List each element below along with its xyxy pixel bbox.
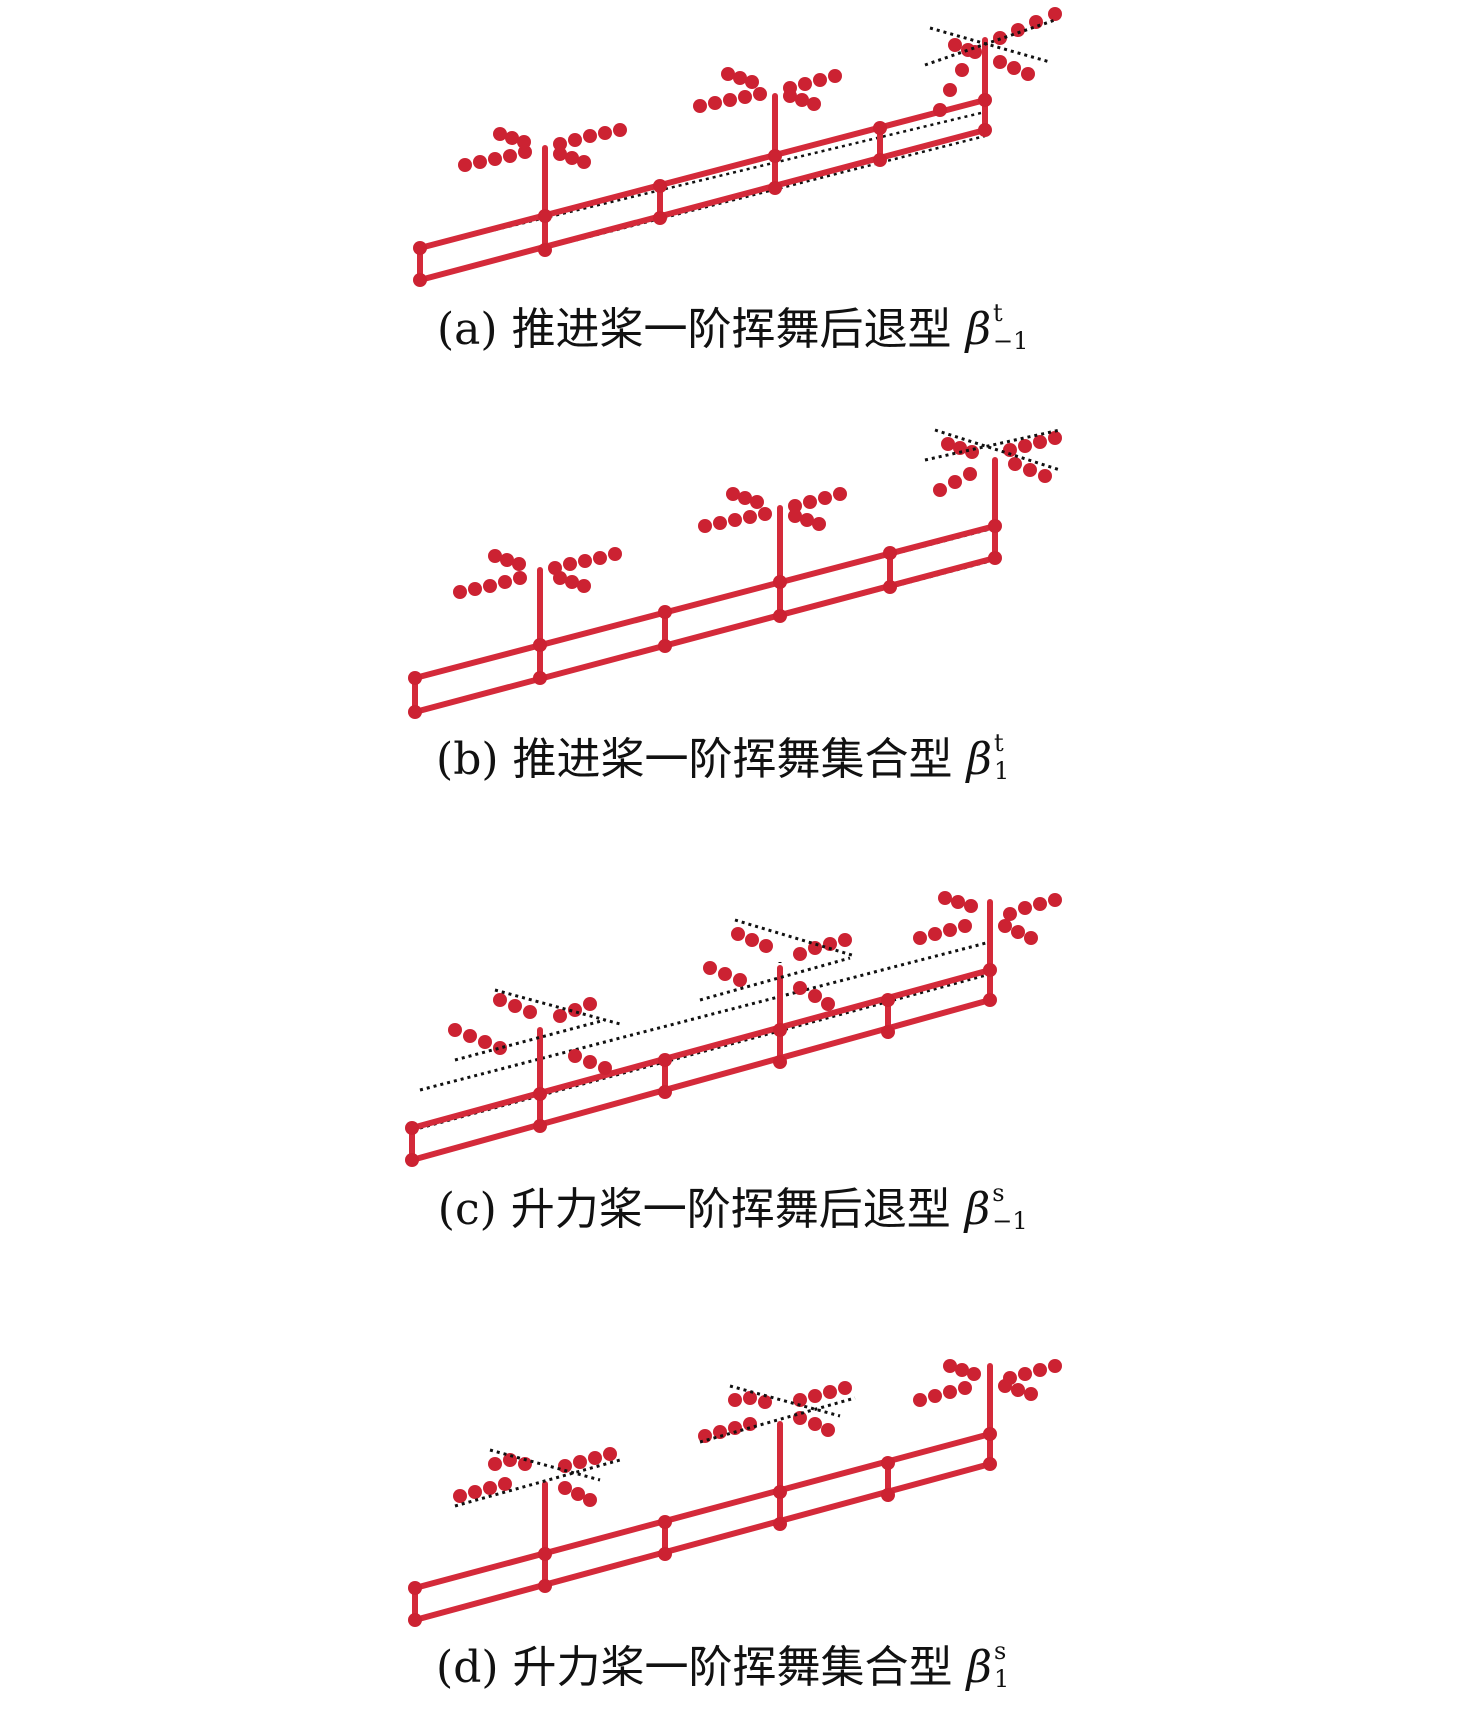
- mode-shape-diagram-a: [413, 7, 1062, 287]
- caption-text: 推进桨一阶挥舞后退型: [511, 304, 952, 355]
- rotor-1-undeformed: [454, 1448, 621, 1508]
- fuselage-frame: [409, 899, 993, 1163]
- rotor-2-undeformed: [699, 918, 856, 1002]
- frame-joints: [408, 1427, 997, 1627]
- rotor-1: [458, 123, 627, 172]
- mode-shape-diagram-b: [408, 428, 1062, 719]
- caption-superscript: t: [993, 299, 1003, 327]
- caption-subscript: 1: [993, 757, 1010, 785]
- rotor-1-deformed: [448, 993, 612, 1075]
- frame-joints: [408, 519, 1002, 719]
- caption-label: (a): [436, 304, 498, 355]
- rotor-3: [913, 1359, 1062, 1407]
- caption-subscript: −1: [993, 327, 1029, 355]
- rotor-3-undeformed: [924, 428, 1061, 472]
- frame-joints: [405, 963, 997, 1167]
- rotor-3: [933, 431, 1062, 497]
- caption-text: 推进桨一阶挥舞集合型: [512, 734, 953, 785]
- caption-symbol: β: [964, 1184, 991, 1235]
- rotor-3-undeformed: [924, 18, 1056, 67]
- rotor-1-undeformed: [454, 988, 621, 1062]
- caption-subscript: −1: [992, 1207, 1028, 1235]
- caption-scripts: s−1: [990, 1180, 1038, 1240]
- mode-shape-diagram-d: [408, 1359, 1062, 1627]
- caption-text: 升力桨一阶挥舞后退型: [510, 1184, 951, 1235]
- caption-symbol: β: [966, 734, 992, 785]
- caption-superscript: t: [993, 729, 1004, 757]
- caption-scripts: t−1: [991, 300, 1039, 360]
- caption-superscript: s: [993, 1637, 1007, 1665]
- caption-symbol: β: [966, 1642, 992, 1693]
- caption-label: (b): [436, 734, 499, 785]
- caption-superscript: s: [992, 1179, 1005, 1207]
- rotor-2: [698, 487, 847, 533]
- rotor-2-deformed: [698, 1381, 852, 1443]
- rotor-3-deformed: [933, 7, 1062, 117]
- caption-label: (d): [436, 1642, 499, 1693]
- frame-joints: [413, 93, 992, 287]
- caption-symbol: β: [965, 304, 991, 355]
- rotor-2-deformed: [703, 927, 852, 1011]
- rotor-1: [453, 547, 622, 599]
- caption-text: 升力桨一阶挥舞集合型: [512, 1642, 953, 1693]
- rotor-3: [913, 891, 1062, 945]
- caption-subscript: 1: [993, 1665, 1010, 1693]
- rotor-2-undeformed: [699, 1384, 856, 1444]
- rotor-2: [693, 67, 842, 113]
- fuselage-frame: [412, 1363, 993, 1623]
- mode-shape-diagram-c: [405, 891, 1062, 1167]
- undeformed-frame: [419, 910, 992, 1130]
- caption-label: (c): [437, 1184, 497, 1235]
- rotor-1-deformed: [453, 1447, 617, 1507]
